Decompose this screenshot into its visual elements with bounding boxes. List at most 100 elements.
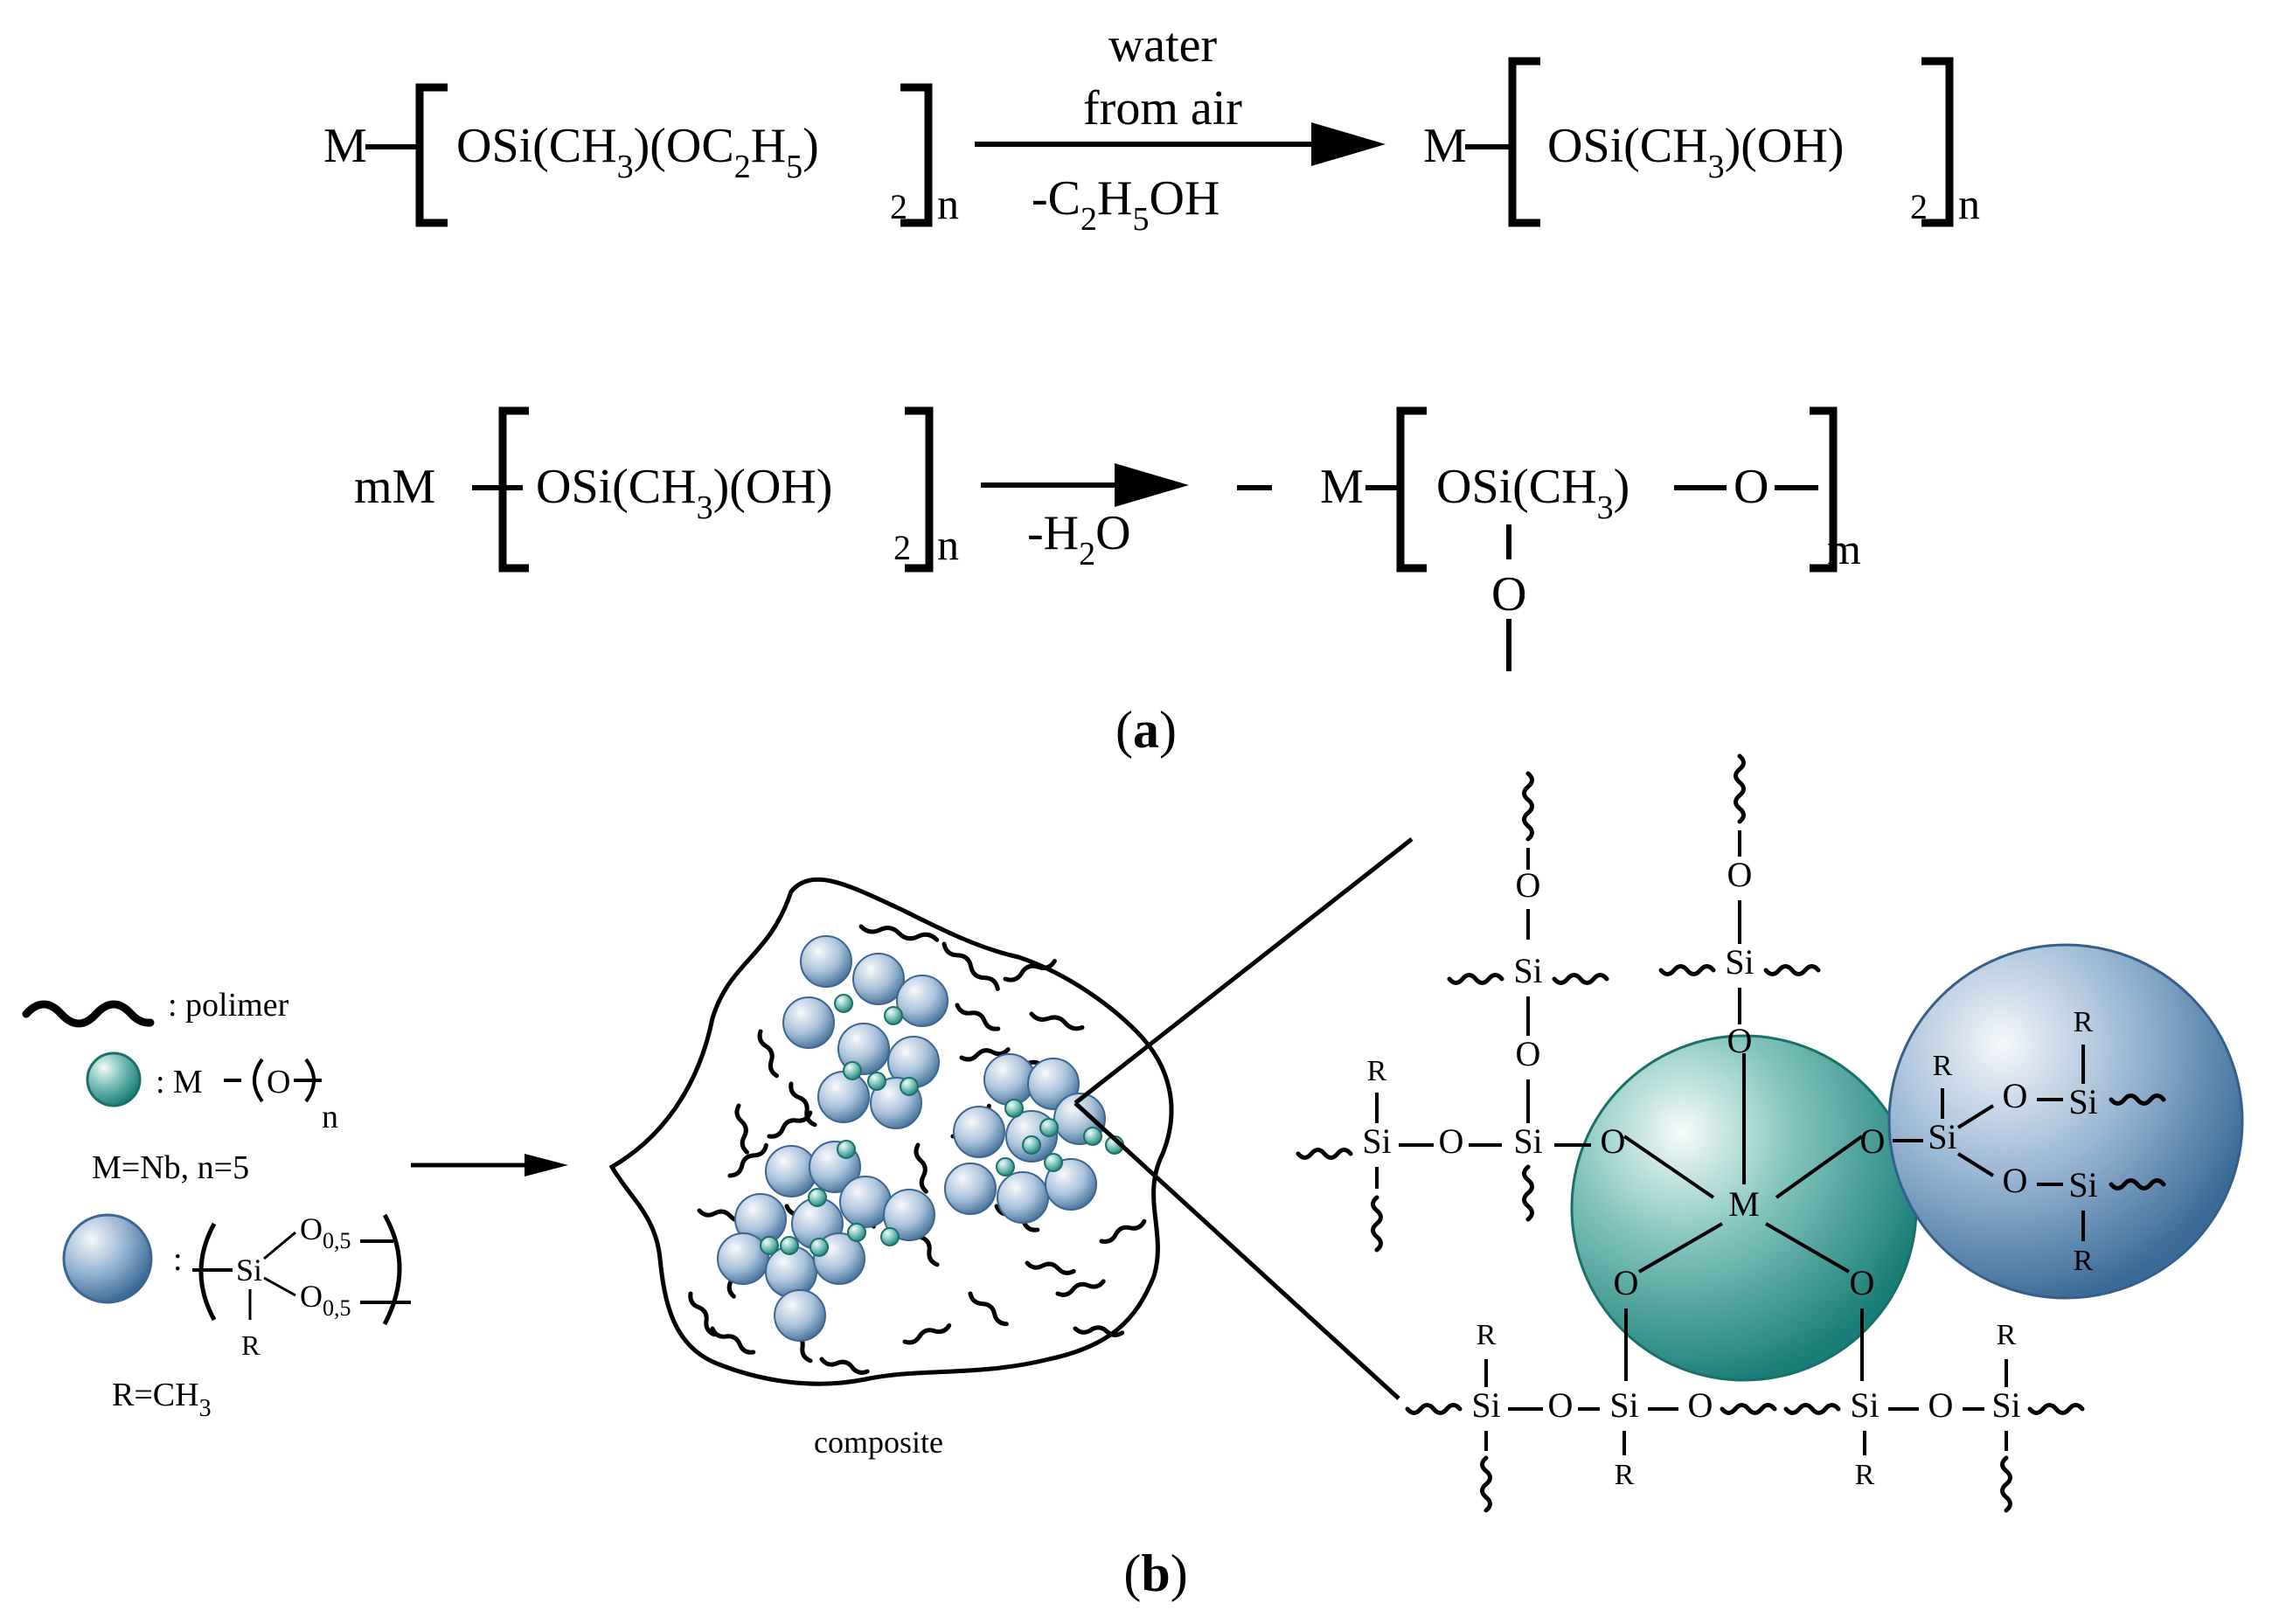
legend-r-definition: R=CH3	[112, 1377, 212, 1422]
legend-siloxane-si: Si	[236, 1253, 262, 1287]
metal-oxide-particle	[1022, 1135, 1041, 1155]
legend: : polimer : M O n M=Nb, n=5 : Si O0,5 O0…	[22, 987, 411, 1422]
zoom-line-bottom	[1074, 1101, 1400, 1400]
arrowhead	[1115, 463, 1189, 507]
arrow1-top-line2: from air	[1083, 81, 1242, 135]
atom-si: Si	[1850, 1385, 1879, 1425]
atom-o: O	[1601, 1121, 1626, 1161]
siloxane-particle	[800, 935, 852, 988]
bond-line	[1637, 1222, 1724, 1274]
polymer-chain	[2109, 1093, 2166, 1106]
atom-o: O	[2003, 1161, 2028, 1200]
atom-o: O	[1548, 1385, 1574, 1425]
siloxane-particle	[817, 1071, 870, 1123]
bracket-right	[1810, 406, 1838, 573]
legend-oxide-o: O	[267, 1064, 290, 1100]
arrowhead	[525, 1154, 568, 1176]
paren-right	[304, 1058, 316, 1103]
arrowhead	[1311, 122, 1386, 166]
polymer-chain	[2109, 1178, 2166, 1190]
bond-line	[263, 1276, 296, 1297]
polymer-chain	[688, 1291, 717, 1337]
reaction2-reactant-formula: OSi(CH3)(OH)	[536, 460, 832, 526]
composite-blob: composite	[608, 877, 1174, 1460]
polymer-chain	[757, 1029, 779, 1079]
atom-o: O	[1439, 1121, 1464, 1161]
metal-oxide-particle-icon	[86, 1051, 142, 1107]
siloxane-particle	[953, 1106, 1005, 1158]
siloxane-particle	[717, 1232, 769, 1285]
polymer-chain	[1447, 973, 1504, 985]
polymer-chain	[727, 1142, 768, 1178]
metal-oxide-particle	[837, 1140, 856, 1159]
polymer-chain	[968, 1291, 1009, 1327]
paren-left	[253, 1058, 264, 1103]
reaction2-reactant-prefix: mM	[354, 460, 435, 514]
legend-siloxane-o2: O0,5	[300, 1279, 351, 1321]
bond-line	[1622, 1135, 1715, 1199]
atom-r: R	[1933, 1050, 1953, 1082]
panel-label-b: (b)	[1123, 1544, 1187, 1602]
atom-o: O	[1516, 1034, 1541, 1073]
legend-oxide-n: n	[322, 1099, 338, 1135]
detail-polymer-chains	[1296, 753, 2166, 1513]
metal-oxide-particle	[996, 1157, 1015, 1176]
arrow1-bottom-condition: -C2H5OH	[1032, 171, 1219, 238]
atom-r: R	[1615, 1459, 1635, 1491]
polymer-chain	[1371, 1195, 1383, 1253]
metal-oxide-particle	[760, 1236, 779, 1255]
bracket-right	[900, 83, 933, 227]
polymer-chain	[902, 1323, 952, 1345]
siloxane-particle	[883, 1189, 935, 1241]
metal-oxide-particle	[884, 1006, 903, 1025]
atom-si: Si	[1362, 1121, 1391, 1161]
siloxane-particle-icon	[62, 1213, 153, 1304]
arrow2-bottom-condition: -H2O	[1027, 506, 1131, 573]
polymer-chain	[1522, 1164, 1534, 1222]
legend-siloxane-o1: O0,5	[300, 1211, 351, 1253]
reaction1-reactant-metal: M	[323, 119, 367, 173]
polymer-chain	[767, 1110, 813, 1139]
atom-o: O	[1850, 1263, 1875, 1302]
polymer-chain	[942, 941, 1000, 991]
reaction2-product-m: m	[1827, 524, 1861, 573]
atom-si: Si	[2068, 1165, 2097, 1204]
atom-si: Si	[1471, 1385, 1500, 1425]
metal-oxide-particle	[847, 1223, 866, 1242]
metal-oxide-particle	[867, 1072, 886, 1091]
legend-oxide-prefix: : M	[156, 1064, 203, 1100]
reaction2-product-formula: OSi(CH3)	[1436, 460, 1629, 526]
atom-r: R	[2074, 1245, 2094, 1277]
atom-si: Si	[1609, 1385, 1638, 1425]
legend-metal-definition: M=Nb, n=5	[92, 1149, 249, 1186]
siloxane-particle	[896, 975, 948, 1027]
polymer-chain	[1783, 1403, 1841, 1415]
atom-si: Si	[1513, 951, 1542, 990]
reaction1-product-metal: M	[1423, 119, 1467, 173]
reaction2-pendant-oxygen: O	[1491, 567, 1526, 621]
polymer-chain	[1658, 964, 1716, 976]
metal-oxide-particle	[809, 1238, 829, 1257]
reaction1-reactant-formula: OSi(CH3)(OC2H5)	[456, 119, 819, 185]
siloxane-particle	[1045, 1158, 1097, 1211]
siloxane-particle	[774, 1289, 826, 1342]
atom-o: O	[2003, 1076, 2028, 1115]
polymer-chain	[819, 1357, 870, 1375]
polymer-chain	[1763, 964, 1821, 976]
bond-line	[1775, 1135, 1864, 1199]
polymer-chain-icon	[22, 1000, 155, 1028]
metal-oxide-particle	[900, 1077, 919, 1096]
atom-o: O	[1860, 1121, 1886, 1161]
reaction1-reactant-n: n	[937, 179, 959, 228]
reaction2-bridge-oxygen: O	[1734, 460, 1768, 514]
bracket-left	[498, 406, 529, 573]
polymer-chain	[734, 1103, 749, 1155]
bracket-left	[1396, 406, 1427, 573]
atom-r: R	[2074, 1006, 2094, 1038]
arrow1-top-line1: water	[1108, 18, 1218, 73]
atom-si: Si	[1513, 1121, 1542, 1161]
atom-r: R	[1997, 1319, 2017, 1351]
polymer-chain	[2000, 1455, 2012, 1513]
atom-r: R	[1367, 1055, 1387, 1087]
